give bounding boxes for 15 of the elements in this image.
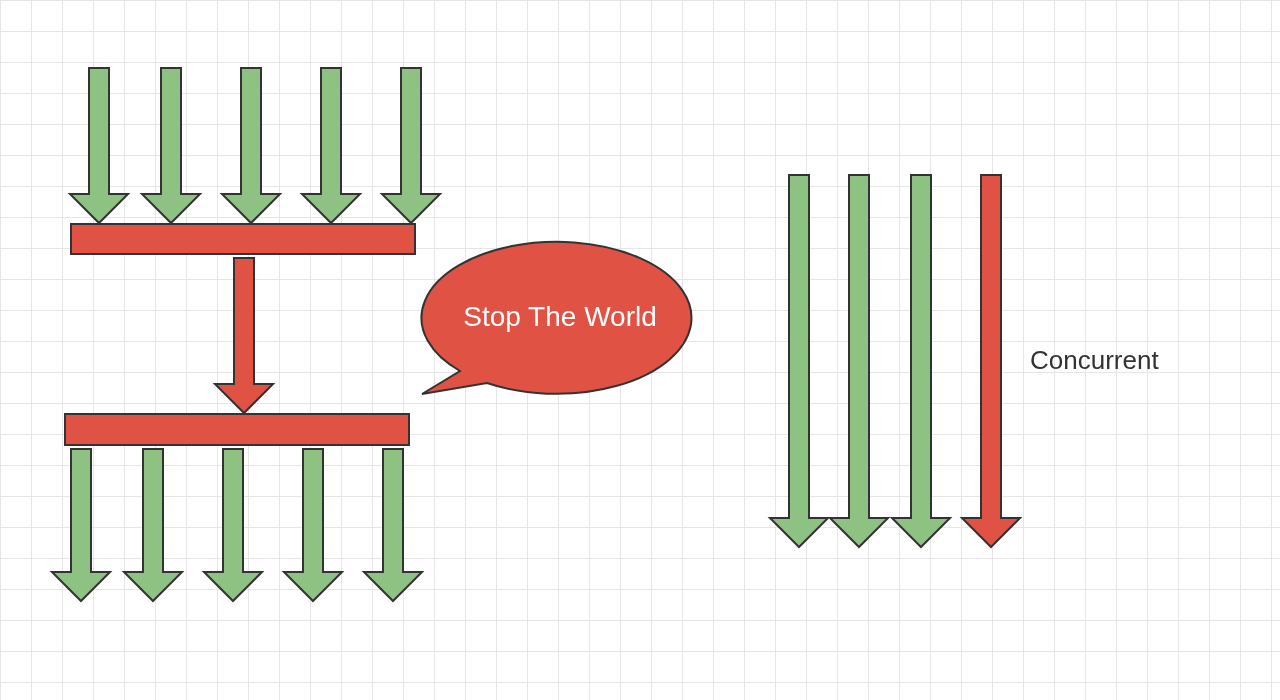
process-bar bbox=[64, 413, 410, 446]
block-arrow bbox=[121, 448, 185, 603]
bubble-text: Stop The World bbox=[463, 301, 657, 333]
block-arrow bbox=[219, 67, 283, 225]
block-arrow bbox=[201, 448, 265, 603]
block-arrow bbox=[281, 448, 345, 603]
block-arrow bbox=[139, 67, 203, 225]
block-arrow bbox=[212, 257, 276, 415]
process-bar bbox=[70, 223, 416, 255]
block-arrow bbox=[361, 448, 425, 603]
block-arrow bbox=[379, 67, 443, 225]
block-arrow bbox=[299, 67, 363, 225]
block-arrow bbox=[67, 67, 131, 225]
caption-label: Concurrent bbox=[1030, 345, 1159, 376]
block-arrow bbox=[49, 448, 113, 603]
